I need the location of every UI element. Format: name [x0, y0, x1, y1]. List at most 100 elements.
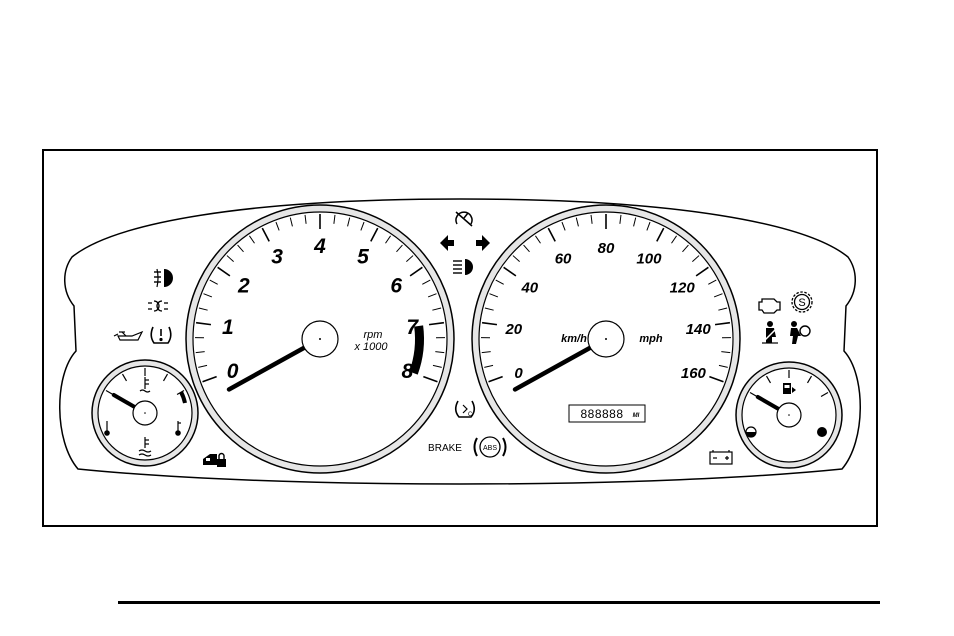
tach-tick — [432, 307, 442, 311]
speedo-tick — [488, 375, 503, 383]
tach-tick — [423, 375, 438, 383]
high-beam-icon — [453, 259, 473, 275]
tachometer-unit-rpm: rpm — [364, 329, 383, 341]
tach-label-3: 3 — [271, 246, 283, 269]
speedo-tick — [535, 235, 541, 244]
speedo-label-20: 20 — [504, 321, 522, 338]
tach-tick — [226, 255, 234, 262]
tach-tick — [360, 221, 365, 231]
hot-thermometer-icon — [175, 421, 181, 436]
speedometer-ticks — [481, 214, 731, 383]
speedo-label-140: 140 — [686, 321, 712, 338]
tire-pressure-icon — [150, 326, 172, 344]
turn-signal-left-icon — [440, 235, 454, 251]
fuel-pump-icon — [783, 383, 796, 394]
tach-label-7: 7 — [406, 316, 419, 339]
speedo-tick — [695, 266, 709, 277]
speedo-tick — [718, 364, 728, 368]
tach-tick — [347, 217, 351, 227]
coolant-level-icon — [138, 437, 152, 457]
tach-tick — [396, 244, 403, 253]
speedo-tick — [495, 279, 504, 285]
speedo-label-100: 100 — [636, 251, 662, 268]
speedo-tick — [561, 221, 566, 231]
speedo-tick — [503, 266, 517, 277]
tach-tick — [198, 307, 208, 311]
tach-tick — [261, 227, 270, 242]
tach-tick — [217, 266, 231, 277]
speedo-tick — [512, 255, 520, 262]
fuel-tick — [806, 375, 813, 384]
odometer: 888888 MI — [568, 404, 646, 423]
temp-tick — [162, 373, 169, 382]
speedo-label-0: 0 — [514, 365, 523, 382]
brake-warning-label: BRAKE — [428, 443, 462, 454]
seatbelt-reminder-icon — [762, 321, 778, 344]
tach-tick — [427, 293, 437, 298]
turn-signal-right-icon — [476, 235, 490, 251]
tachometer-ticks — [195, 214, 445, 383]
speedo-tick — [714, 321, 731, 326]
speedo-tick — [646, 221, 651, 231]
svg-text:C: C — [468, 412, 473, 418]
speedo-tick — [718, 307, 728, 311]
tach-tick — [409, 266, 423, 277]
tach-tick — [195, 351, 205, 354]
temp-tick — [105, 389, 114, 396]
tach-tick — [289, 217, 293, 227]
fuel-tick — [749, 391, 758, 398]
fog-lamp-icon — [154, 268, 173, 288]
speedo-tick — [619, 214, 622, 224]
fuel-tick — [765, 375, 772, 384]
fuel-empty-icon — [745, 426, 757, 438]
tach-tick — [198, 364, 208, 368]
speedo-tick — [692, 255, 700, 262]
tach-tick — [202, 375, 217, 383]
tach-label-0: 0 — [227, 360, 239, 383]
odometer-digits: 888888 — [580, 407, 623, 421]
tach-tick — [209, 279, 218, 285]
speedo-tick — [682, 244, 689, 253]
tach-tick — [249, 235, 255, 244]
speedo-label-80: 80 — [598, 240, 615, 257]
check-engine-icon — [758, 298, 781, 314]
speedo-tick — [484, 307, 494, 311]
speedometer-unit-kmh: km/h — [561, 333, 587, 345]
temp-tick — [121, 373, 128, 382]
tach-tick — [432, 364, 442, 368]
speedo-tick — [489, 293, 499, 298]
tach-label-4: 4 — [313, 235, 326, 258]
speedo-label-120: 120 — [670, 280, 696, 297]
airbag-warning-icon — [790, 321, 811, 344]
battery-charging-icon — [709, 450, 733, 465]
tach-tick — [195, 321, 212, 326]
speedo-label-60: 60 — [555, 251, 572, 268]
fuel-tick — [820, 391, 829, 398]
tach-tick — [428, 321, 445, 326]
tachometer-unit-multiplier: x 1000 — [353, 341, 388, 353]
coolant-temperature-icon — [139, 377, 151, 393]
page-footer-rule — [118, 601, 880, 604]
abs-warning-icon: ABS — [473, 436, 507, 458]
cruise-control-icon — [455, 211, 473, 227]
tach-label-6: 6 — [390, 275, 402, 298]
tach-label-1: 1 — [222, 316, 234, 339]
tach-tick — [422, 279, 431, 285]
odometer-unit: MI — [633, 413, 640, 419]
tach-tick — [275, 221, 280, 231]
speedo-label-160: 160 — [681, 365, 707, 382]
speedo-tick — [708, 279, 717, 285]
speedo-tick — [481, 321, 498, 326]
tach-tick — [406, 255, 414, 262]
speedo-tick — [484, 364, 494, 368]
cold-thermometer-icon — [104, 421, 110, 436]
speedo-tick — [671, 235, 677, 244]
speedo-tick — [590, 214, 593, 224]
tach-tick — [385, 235, 391, 244]
speedo-tick — [547, 227, 556, 242]
